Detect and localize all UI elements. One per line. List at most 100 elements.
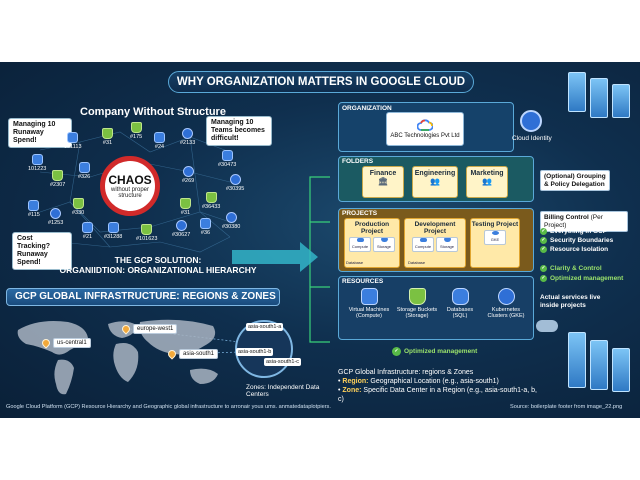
resource-gke[interactable]: Kubernetes Clusters (GKE) (482, 288, 530, 319)
check-icon: ✓ (540, 275, 547, 282)
kubernetes-icon (182, 166, 194, 177)
bucket-icon (52, 170, 64, 181)
main-title: WHY ORGANIZATION MATTERS IN GOOGLE CLOUD (168, 71, 474, 93)
folder-marketing[interactable]: Marketing 👥 (466, 166, 508, 198)
project-production[interactable]: Production Project Compute Storage (344, 218, 400, 268)
zone-c: asia-south1-c (264, 358, 302, 366)
node-green: #330 (72, 198, 84, 216)
people-icon: 👥 (430, 177, 440, 186)
node-green: #31 (180, 198, 191, 216)
resource-storage[interactable]: Storage Buckets (Storage) (394, 288, 440, 319)
server-icon (612, 348, 630, 392)
zones-note: Zones: Independent Data Centers (246, 384, 320, 398)
sql-icon (154, 132, 165, 143)
connection-lines (39, 131, 330, 355)
database-icon (451, 288, 469, 305)
kubernetes-icon (497, 288, 515, 305)
check-icon: ✓ (540, 246, 547, 253)
node-green: #31 (102, 128, 113, 146)
resources-label: RESOURCES (342, 278, 384, 285)
kubernetes-icon (50, 208, 62, 219)
node-hex: #30380 (222, 212, 240, 230)
pin-asia-south1[interactable]: asia-south1 (166, 348, 219, 360)
billing-item: ✓Resource Isolation (540, 246, 609, 253)
storage-mini: Storage (373, 237, 395, 252)
pin-europe-west1[interactable]: europe-west1 (120, 323, 178, 335)
infographic-canvas: WHY ORGANIZATION MATTERS IN GOOGLE CLOUD… (0, 62, 640, 418)
bucket-icon (205, 192, 217, 203)
server-icon (590, 340, 608, 390)
folders-note: (Optional) Grouping & Policy Delegation (540, 170, 610, 191)
check-icon: ✓ (540, 237, 547, 244)
solution-text: THE GCP SOLUTION: ORGANIIDTION: ORGANIZA… (59, 255, 257, 275)
compute-mini: Compute (412, 237, 434, 252)
resource-vm[interactable]: Virtual Machines (Compute) (346, 288, 392, 319)
resource-sql[interactable]: Databases (SQL) (440, 288, 480, 319)
location-pin-icon (120, 323, 132, 335)
db-mini-prod: Database (346, 260, 364, 265)
bucket-icon (72, 198, 84, 209)
storage-icon (443, 238, 451, 242)
node-green: #2307 (50, 170, 65, 188)
footer-caption: Google Cloud Platform (GCP) Resource Hie… (6, 404, 331, 410)
compute-icon (356, 238, 364, 242)
cloud-icon (536, 320, 558, 332)
node-hex: #1253 (48, 208, 63, 226)
node-blue: #21 (82, 222, 93, 240)
bucket-icon (180, 198, 191, 209)
projects-label: PROJECTS (342, 210, 378, 217)
compute-icon (360, 288, 378, 305)
kubernetes-icon (175, 220, 187, 231)
folders-label: FOLDERS (342, 158, 374, 165)
people-icon: 👥 (482, 177, 492, 186)
footer-source: Source: boilerplate footer from image_22… (510, 404, 623, 410)
kubernetes-icon (182, 128, 194, 139)
left-heading: Company Without Structure (80, 106, 226, 118)
organization-name: ABC Technologies Pvt Ltd (390, 133, 460, 139)
resources-panel (338, 276, 534, 340)
optimized-management: ✓Optimized management (392, 347, 477, 356)
node-hex: #2133 (180, 128, 195, 146)
node-blue: #31288 (104, 222, 122, 240)
kubernetes-icon (229, 174, 241, 185)
chaos-badge: CHAOS without proper structure (100, 156, 160, 216)
chaos-subtext: without proper structure (110, 187, 150, 199)
node-blue: #326 (78, 162, 90, 180)
zone-b: asia-south1-b (236, 348, 274, 356)
check-icon: ✓ (540, 265, 547, 272)
organization-label: ORGANIZATION (342, 105, 392, 112)
sql-icon (78, 162, 90, 173)
zone-a: asia-south1-a (246, 323, 284, 331)
compute-icon (28, 200, 40, 211)
gke-mini: GKE (484, 230, 506, 245)
folder-finance[interactable]: Finance 🏛 (362, 166, 404, 198)
project-testing[interactable]: Testing Project GKE (470, 218, 520, 268)
clarity-item: ✓Clarity & Control (540, 265, 602, 272)
trash-icon (141, 224, 153, 235)
node-hex: #30627 (172, 220, 190, 238)
pin-us-central1[interactable]: us-central1 (40, 337, 91, 349)
resources-note: Actual services live inside projects (540, 294, 601, 309)
cloud-identity-label: Cloud Identity (512, 135, 552, 142)
node-blue: 101113 (64, 132, 82, 150)
billing-heading: Billing Control (Per Project) (540, 211, 628, 232)
billing-list: ✓Everything in GCP ✓Security Boundaries … (540, 227, 613, 254)
google-cloud-icon (417, 119, 433, 131)
node-blue: #30473 (218, 150, 236, 168)
regions-banner: GCP GLOBAL INFRASTRUCTURE: REGIONS & ZON… (6, 288, 280, 306)
infra-legend: GCP Global Infrastructure: regions & Zon… (338, 369, 537, 403)
node-green: #36433 (202, 192, 220, 210)
node-blue: #36 (200, 218, 211, 236)
project-development[interactable]: Development Project Compute Storage (404, 218, 466, 268)
optimized-item: ✓Optimized management (540, 275, 624, 282)
callout-spend: Managing 10 Runaway Spend! (8, 118, 72, 148)
organization-box[interactable]: ABC Technologies Pvt Ltd (386, 112, 464, 146)
compute-icon (31, 154, 43, 165)
kubernetes-icon (225, 212, 237, 223)
compute-icon (221, 150, 233, 161)
cloud-identity-icon (520, 110, 542, 132)
compute-icon (200, 218, 211, 229)
compute-icon (67, 132, 79, 143)
folder-engineering[interactable]: Engineering 👥 (412, 166, 458, 198)
billing-item: ✓Security Boundaries (540, 237, 614, 244)
